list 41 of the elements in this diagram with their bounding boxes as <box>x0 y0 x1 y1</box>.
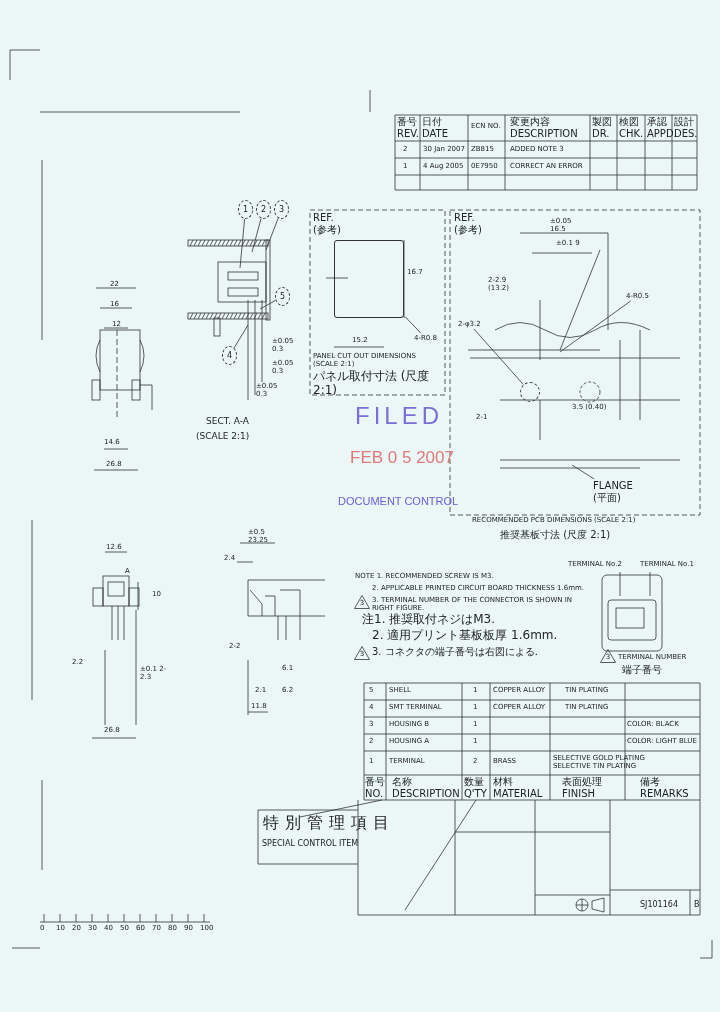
stamp-text: FILED <box>355 402 443 430</box>
table-heading: 表面処理 FINISH <box>562 776 603 799</box>
table-heading: 日付 DATE <box>422 116 449 139</box>
leader-line <box>473 328 524 385</box>
leader-line <box>404 316 422 334</box>
leader-line <box>559 300 631 353</box>
table-heading: 番号 REV. <box>397 116 419 139</box>
note-text: 2. 適用プリント基板板厚 1.6mm. <box>372 629 558 643</box>
table-heading: 備考 REMARKS <box>640 776 690 799</box>
table-heading: 名称 DESCRIPTION <box>392 776 460 799</box>
table-heading: 番号 NO. <box>365 776 386 799</box>
view-title: SECT. A-A <box>206 416 249 427</box>
leader-line <box>239 218 245 269</box>
table-text: B <box>694 900 700 910</box>
view-title: 推奨基板寸法 (尺度 2:1) <box>500 529 611 541</box>
table-heading: 材料 MATERIAL <box>493 776 544 799</box>
leader-line <box>265 217 279 251</box>
note-text: 注1. 推奨取付ネジはM3. <box>362 613 496 627</box>
table-heading: 数量 Q'TY <box>464 776 488 799</box>
table-heading: 設計 DES. <box>674 116 697 139</box>
heading: SPECIAL CONTROL ITEM <box>262 839 359 849</box>
stamp-text: FEB 0 5 2007 <box>350 448 454 468</box>
heading: 特別管理項目 <box>263 814 395 833</box>
table-heading: 製図 DR. <box>592 116 613 139</box>
leader-line <box>259 299 277 310</box>
leader-line <box>571 464 595 480</box>
reference-note: REF. (参考) <box>313 212 342 235</box>
stamp-text: DOCUMENT CONTROL <box>338 495 459 508</box>
table-heading: 承認 APPD. <box>647 116 673 139</box>
reference-note: REF. (参考) <box>454 212 483 235</box>
view-title: (SCALE 2:1) <box>196 431 250 442</box>
view-title: パネル取付寸法 (尺度 2:1) <box>313 370 431 398</box>
dimension-text: FLANGE (平面) <box>593 480 635 503</box>
leader-line <box>251 218 262 253</box>
note-text: 3. コネクタの端子番号は右図による. <box>372 646 538 658</box>
table-text: SJ101164 <box>640 900 678 910</box>
leader-line <box>233 324 249 349</box>
cutout-outline <box>334 240 404 318</box>
table-heading: 変更内容 DESCRIPTION <box>510 116 579 139</box>
view-title: 端子番号 <box>622 664 662 676</box>
table-heading: 検図 CHK. <box>619 116 645 139</box>
